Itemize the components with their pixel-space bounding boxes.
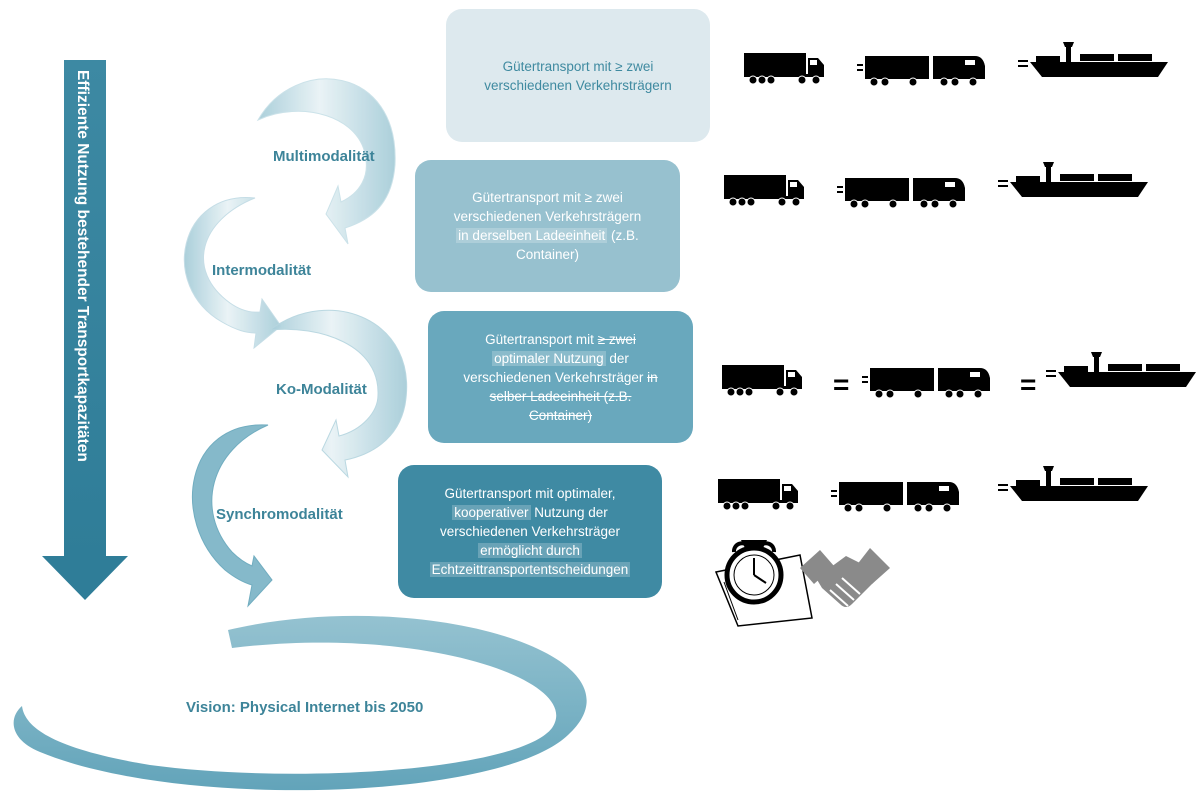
alarm-clock-icon	[714, 540, 813, 627]
truck-icon	[743, 52, 825, 85]
spiral-arrow-3	[268, 309, 408, 479]
truck-icon	[717, 478, 799, 511]
box-line: verschiedenen Verkehrsträger	[439, 524, 621, 539]
box-line: Echtzeittransportentscheidungen	[429, 560, 631, 579]
intermodal-description-box: Gütertransport mit ≥ zwei verschiedenen …	[415, 160, 680, 292]
stage-label-komodalitaet: Ko-Modalität	[276, 381, 367, 398]
box-line: verschiedenen Verkehrsträgern	[453, 209, 642, 224]
train-icon	[861, 367, 991, 399]
modality-spiral	[184, 78, 408, 608]
box-line: verschiedenen Verkehrsträger in	[463, 368, 657, 387]
truck-icon	[721, 364, 803, 397]
spiral-arrow-2	[184, 197, 282, 350]
box-line: Gütertransport mit ≥ zwei	[502, 58, 654, 74]
ship-icon	[998, 162, 1148, 197]
stage-label-synchromodalitaet: Synchromodalität	[216, 506, 343, 523]
box-text: der	[605, 350, 629, 366]
box-line: Gütertransport mit ≥ zwei	[485, 330, 636, 349]
highlighted-text: optimaler Nutzung	[492, 350, 606, 366]
box-line: Container)	[515, 247, 580, 262]
vision-label: Vision: Physical Internet bis 2050	[186, 699, 423, 716]
highlighted-text: Echtzeittransportentscheidungen	[429, 562, 631, 577]
ship-icon	[998, 466, 1148, 501]
box-line: Gütertransport mit ≥ zwei	[472, 190, 623, 205]
stage-label-intermodalitaet: Intermodalität	[212, 262, 311, 279]
ship-icon	[1046, 352, 1196, 387]
highlighted-text: kooperativer	[452, 505, 531, 520]
train-icon	[830, 481, 960, 513]
multimodal-description-box: Gütertransport mit ≥ zwei verschiedenen …	[446, 9, 710, 142]
highlighted-text: in derselben Ladeeinheit	[456, 228, 608, 243]
box-text: verschiedenen Verkehrsträger	[463, 369, 648, 385]
box-line: ermöglicht durch	[478, 541, 582, 560]
komodal-description-box: Gütertransport mit ≥ zwei optimaler Nutz…	[428, 311, 693, 443]
synchromodal-description-box: Gütertransport mit optimaler, kooperativ…	[398, 465, 662, 598]
efficiency-down-arrow: Effiziente Nutzung bestehender Transport…	[42, 60, 128, 600]
equals-sign: =	[1020, 369, 1036, 400]
box-line: Gütertransport mit optimaler,	[444, 486, 616, 501]
box-text: Nutzung der	[530, 505, 608, 520]
struck-text: Container)	[528, 407, 593, 423]
transport-row-1	[743, 42, 1168, 87]
train-icon	[836, 177, 966, 209]
transport-row-3: = =	[721, 352, 1196, 400]
efficiency-arrow-label: Effiziente Nutzung bestehender Transport…	[74, 70, 91, 462]
ship-icon	[1018, 42, 1168, 77]
highlighted-text: ermöglicht durch	[478, 543, 582, 558]
box-line: in derselben Ladeeinheit (z.B.	[456, 226, 639, 245]
train-icon	[856, 55, 986, 87]
transport-row-2	[723, 162, 1148, 209]
struck-text: in	[647, 369, 658, 385]
transport-row-4	[717, 466, 1148, 513]
box-line: kooperativer Nutzung der	[452, 503, 608, 522]
box-line: verschiedenen Verkehrsträgern	[484, 77, 672, 93]
box-line: optimaler Nutzung der	[492, 349, 629, 368]
equals-sign: =	[833, 369, 849, 400]
spiral-arrow-1	[256, 78, 396, 245]
box-text: (z.B.	[607, 228, 639, 243]
vision-ring: Vision: Physical Internet bis 2050	[13, 615, 587, 791]
stage-label-multimodalitaet: Multimodalität	[273, 148, 375, 165]
handshake-icon	[800, 548, 890, 607]
spiral-arrow-4	[192, 424, 273, 608]
truck-icon	[723, 174, 805, 207]
box-text: Gütertransport mit	[485, 331, 598, 347]
struck-text: ≥ zwei	[597, 331, 636, 347]
struck-text: selber Ladeeinheit (z.B.	[489, 388, 632, 404]
